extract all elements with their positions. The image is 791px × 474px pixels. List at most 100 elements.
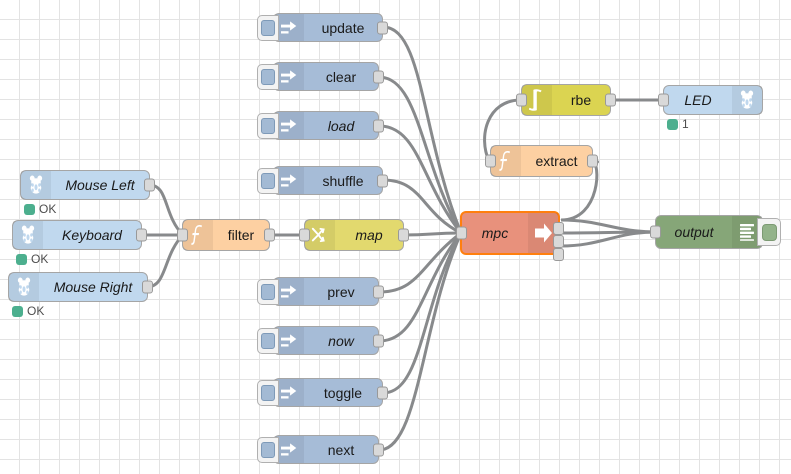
node-body: output	[656, 216, 732, 248]
node-label: rbe	[570, 92, 592, 108]
node-label: Mouse Right	[53, 279, 133, 295]
output-port[interactable]	[587, 154, 598, 168]
inject-trigger-button[interactable]	[257, 167, 279, 194]
node-label: filter	[227, 227, 255, 243]
node-body: mpc	[462, 213, 528, 253]
node-body: Mouse Right	[39, 273, 147, 301]
output-port-2[interactable]	[553, 248, 564, 261]
inject-arrow-icon	[274, 379, 304, 406]
output-port[interactable]	[377, 386, 388, 399]
output-port[interactable]	[398, 228, 409, 242]
inject-button-inner	[261, 117, 275, 134]
output-port[interactable]	[264, 228, 275, 242]
node-toggle[interactable]: toggle	[257, 378, 388, 407]
output-port[interactable]	[373, 334, 384, 347]
wire-mpc-output-1	[560, 230, 657, 235]
raspberry-pi-icon	[732, 86, 762, 114]
output-port[interactable]	[377, 21, 388, 34]
node-label: map	[355, 227, 383, 243]
inject-trigger-button[interactable]	[257, 112, 279, 139]
inject-button-inner	[261, 384, 275, 401]
debug-toggle-button[interactable]	[757, 218, 781, 246]
input-port[interactable]	[516, 93, 527, 107]
input-port[interactable]	[177, 228, 188, 242]
wire-mpc-output-2	[560, 230, 657, 248]
inject-trigger-button[interactable]	[257, 63, 279, 90]
node-label: update	[321, 19, 365, 36]
output-port[interactable]	[136, 228, 147, 242]
inject-arrow-icon	[274, 14, 304, 41]
wire-update-mpc	[382, 25, 463, 234]
input-port[interactable]	[658, 93, 669, 107]
node-body: map	[335, 220, 403, 250]
inject-trigger-button[interactable]	[257, 436, 279, 463]
node-body: toggle	[304, 379, 382, 406]
output-port[interactable]	[605, 93, 616, 107]
raspberry-pi-icon	[13, 221, 43, 249]
node-label: extract	[535, 153, 578, 169]
node-label: shuffle	[322, 172, 364, 189]
node-clear[interactable]: clear	[257, 62, 384, 91]
inject-trigger-button[interactable]	[257, 379, 279, 406]
wire-mpc-output-0	[560, 218, 657, 234]
inject-button-inner	[261, 172, 275, 189]
node-label: now	[328, 332, 354, 349]
debug-button-inner	[761, 223, 777, 241]
input-port[interactable]	[456, 226, 467, 240]
inject-button-inner	[261, 283, 275, 300]
input-port[interactable]	[650, 225, 661, 239]
status-text: OK	[31, 252, 49, 266]
output-port[interactable]	[373, 285, 384, 298]
status-text: OK	[39, 202, 57, 216]
inject-trigger-button[interactable]	[257, 14, 279, 41]
node-next[interactable]: next	[257, 435, 384, 464]
input-port[interactable]	[485, 154, 496, 168]
node-body: clear	[304, 63, 378, 90]
node-now[interactable]: now	[257, 326, 384, 355]
node-update[interactable]: update	[257, 13, 388, 42]
node-load[interactable]: load	[257, 111, 384, 140]
node-body: filter	[213, 220, 269, 250]
output-port-0[interactable]	[553, 222, 564, 235]
node-label: load	[327, 117, 355, 134]
node-mouse-left[interactable]: Mouse Left OK	[20, 170, 155, 216]
status-badge: OK	[12, 304, 44, 318]
node-mpc[interactable]: mpc	[456, 211, 564, 261]
node-shuffle[interactable]: shuffle	[257, 166, 388, 195]
output-port[interactable]	[142, 280, 153, 294]
wire-mouse-left-filter	[148, 183, 185, 237]
node-body: Keyboard	[43, 221, 141, 249]
node-extract[interactable]: extract	[485, 145, 598, 177]
node-filter[interactable]: filter	[177, 219, 275, 251]
inject-trigger-button[interactable]	[257, 327, 279, 354]
status-badge: OK	[24, 202, 56, 216]
node-prev[interactable]: prev	[257, 277, 384, 306]
status-text: 1	[682, 117, 689, 131]
inject-trigger-button[interactable]	[257, 278, 279, 305]
output-port[interactable]	[373, 119, 384, 132]
node-map[interactable]: map	[299, 219, 409, 251]
status-dot	[12, 305, 23, 317]
inject-arrow-icon	[274, 63, 304, 90]
output-port[interactable]	[377, 174, 388, 187]
function-f-icon	[183, 220, 213, 250]
node-output[interactable]: output	[650, 215, 781, 249]
node-keyboard[interactable]: Keyboard OK	[12, 220, 147, 266]
node-label: output	[674, 224, 714, 240]
input-port[interactable]	[299, 228, 310, 242]
node-rbe[interactable]: rbe	[516, 84, 616, 116]
node-body: rbe	[552, 85, 610, 115]
node-mouse-right[interactable]: Mouse Right OK	[8, 272, 153, 318]
inject-button-inner	[261, 68, 275, 85]
output-port[interactable]	[373, 70, 384, 83]
raspberry-pi-icon	[9, 273, 39, 301]
output-port[interactable]	[144, 178, 155, 192]
step-function-icon	[522, 85, 552, 115]
output-port[interactable]	[373, 443, 384, 456]
node-led[interactable]: LED 1	[658, 85, 763, 131]
node-body: extract	[521, 146, 592, 176]
output-port-1[interactable]	[553, 235, 564, 248]
wire-clear-mpc	[378, 75, 463, 234]
raspberry-pi-icon	[21, 171, 51, 199]
